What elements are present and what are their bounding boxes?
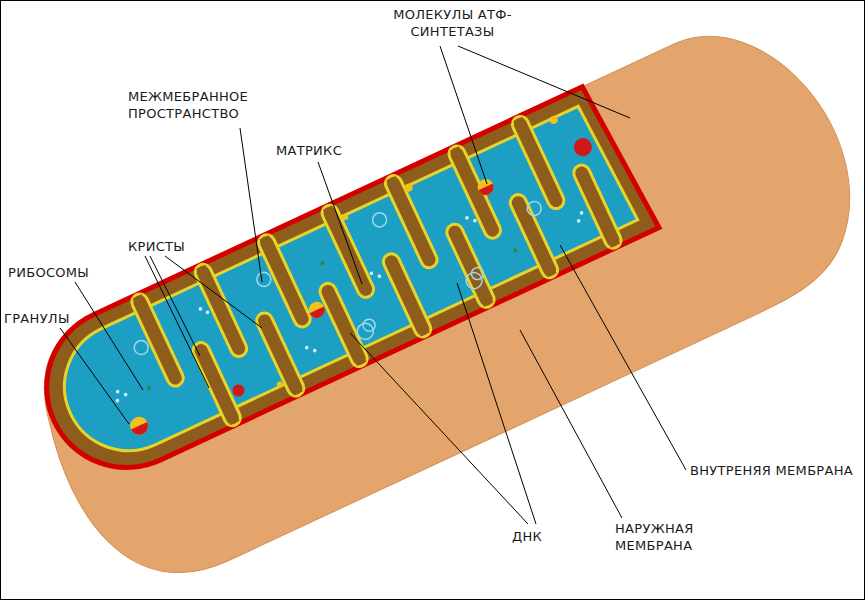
inner-membrane-label: ВНУТРЕНЯЯ МЕМБРАНА xyxy=(690,462,853,479)
outer-membrane-label: НАРУЖНАЯ МЕМБРАНА xyxy=(615,520,725,554)
atp-synthase-label: МОЛЕКУЛЫ АТФ-СИНТЕТАЗЫ xyxy=(380,6,525,40)
leader-lines xyxy=(60,46,686,524)
cristae-label: КРИСТЫ xyxy=(128,238,185,255)
matrix-label: МАТРИКС xyxy=(276,142,342,159)
dna-label: ДНК xyxy=(512,528,542,545)
ribosomes-label: РИБОСОМЫ xyxy=(8,264,89,281)
intermembrane-label: МЕЖМЕБРАННОЕ ПРОСТРАНСТВО xyxy=(128,88,268,122)
granules-label: ГРАНУЛЫ xyxy=(4,310,70,327)
